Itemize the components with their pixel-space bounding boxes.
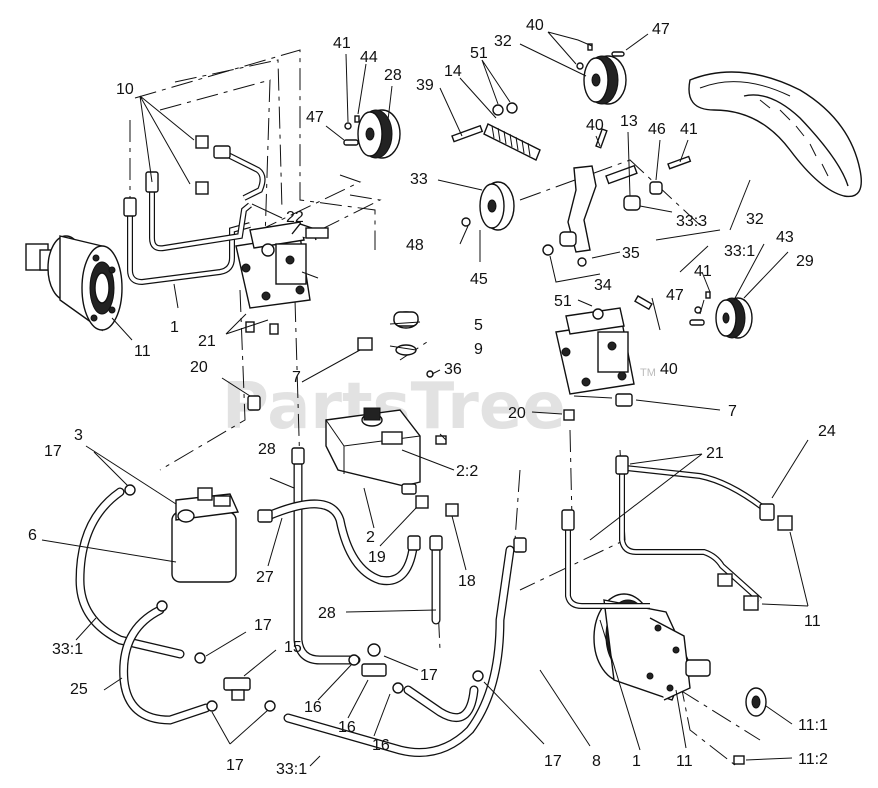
callout-10-left: 10: [116, 81, 134, 98]
callout-38: 40: [660, 361, 678, 378]
callout-18: 18: [458, 573, 476, 590]
hoses: [75, 453, 515, 757]
callout-7-left: 7: [292, 369, 301, 386]
callout-45: 47: [652, 21, 670, 38]
callout-47-mid: 48: [406, 237, 424, 254]
callout-34: 36: [444, 361, 462, 378]
callout-17-top: 17: [44, 443, 62, 460]
callout-41-left: 44: [360, 49, 378, 66]
callout-22-left: 22: [286, 209, 304, 226]
callout-22-right: 24: [818, 423, 836, 440]
callout-7-right: 7: [728, 403, 737, 420]
callout-47-right: 51: [554, 293, 572, 310]
callout-17-bottom: 17: [226, 757, 244, 774]
callout-12: 13: [620, 113, 638, 130]
callout-1-left: 1: [170, 319, 179, 336]
watermark-tm: TM: [640, 367, 656, 379]
idler-tensioner: [451, 102, 692, 267]
oil-filter: [171, 487, 240, 583]
callout-37: 41: [680, 121, 698, 138]
callout-46-left: 47: [306, 109, 324, 126]
callout-31: 33: [410, 171, 428, 188]
callout-29: 32: [494, 33, 512, 50]
pulley-left: [343, 109, 401, 159]
callout-33-1-b: 34: [594, 277, 612, 294]
left-tubes: [123, 135, 266, 286]
callout-39: 40: [526, 17, 544, 34]
hydraulic-pump-left: [235, 221, 329, 309]
callout-47-top: 51: [470, 45, 488, 62]
callout-11-2: 11:2: [798, 751, 828, 768]
callout-13: 14: [444, 63, 462, 80]
callout-20-left: 20: [190, 359, 208, 376]
callout-11-1: 11:1: [798, 717, 828, 734]
hydraulic-motor-left: [25, 235, 123, 332]
callout-8: 8: [592, 753, 601, 770]
callout-44: 46: [648, 121, 666, 138]
callout-28-left: 28: [384, 67, 402, 84]
callout-21-right: 21: [706, 445, 724, 462]
callout-11-left: 11: [134, 343, 151, 360]
callout-30: 32: [746, 211, 764, 228]
callout-9: 9: [474, 341, 483, 358]
elbow-fitting-icon: [195, 135, 209, 149]
callout-36: 40: [586, 117, 604, 134]
callout-20-right: 20: [508, 405, 526, 422]
callout-26: 28: [258, 441, 276, 458]
callout-32-left: 33:1: [52, 641, 83, 658]
callout-17-right: 17: [544, 753, 562, 770]
reservoir-tank: [325, 311, 447, 495]
callout-35: 39: [416, 77, 434, 94]
callout-16-c: 17: [420, 667, 438, 684]
callout-3: 3: [74, 427, 83, 444]
callout-27: 28: [318, 605, 336, 622]
callout-33-3: 35: [622, 245, 640, 262]
drive-belt: [688, 71, 862, 198]
callout-14: 15: [284, 639, 302, 656]
callout-40-right: 41: [694, 263, 712, 280]
callout-15: 16: [338, 719, 356, 736]
callout-16-b: 16: [372, 737, 390, 754]
callout-10-right: 11: [804, 613, 821, 630]
callout-5: 5: [474, 317, 483, 334]
callout-24: 25: [70, 681, 88, 698]
leader-lines: [41, 31, 809, 767]
callout-2: 2: [366, 529, 375, 546]
hydraulic-motor-right: [593, 593, 767, 765]
callout-11-right: 11: [676, 753, 693, 770]
callout-40-left: 41: [333, 35, 351, 52]
callout-41-right: 43: [776, 229, 794, 246]
callout-6: 6: [28, 527, 37, 544]
callout-19: 19: [368, 549, 386, 566]
callout-2-2: 2:2: [456, 463, 478, 480]
callout-33: 33:1: [724, 243, 755, 260]
callout-16-a: 16: [304, 699, 322, 716]
callout-33-1-a: 33:3: [676, 213, 707, 230]
right-tubes: [561, 455, 793, 611]
pulley-upper-right: [576, 43, 627, 105]
callout-46-right: 47: [666, 287, 684, 304]
callout-32-bottom: 33:1: [276, 761, 307, 778]
callout-17-mid: 17: [254, 617, 272, 634]
fittings-and-clamps: [124, 321, 575, 712]
pulley-right: [689, 291, 753, 339]
callout-25: 27: [256, 569, 274, 586]
callout-1-right: 1: [632, 753, 641, 770]
callout-labels: 10 11 1 21 20 7 22 41 44 28 47 39 14 51 …: [28, 17, 836, 778]
hydraulic-pump-right: [555, 295, 653, 407]
callout-21-left: 21: [198, 333, 216, 350]
callout-43: 45: [470, 271, 488, 288]
callout-28-right: 29: [796, 253, 814, 270]
